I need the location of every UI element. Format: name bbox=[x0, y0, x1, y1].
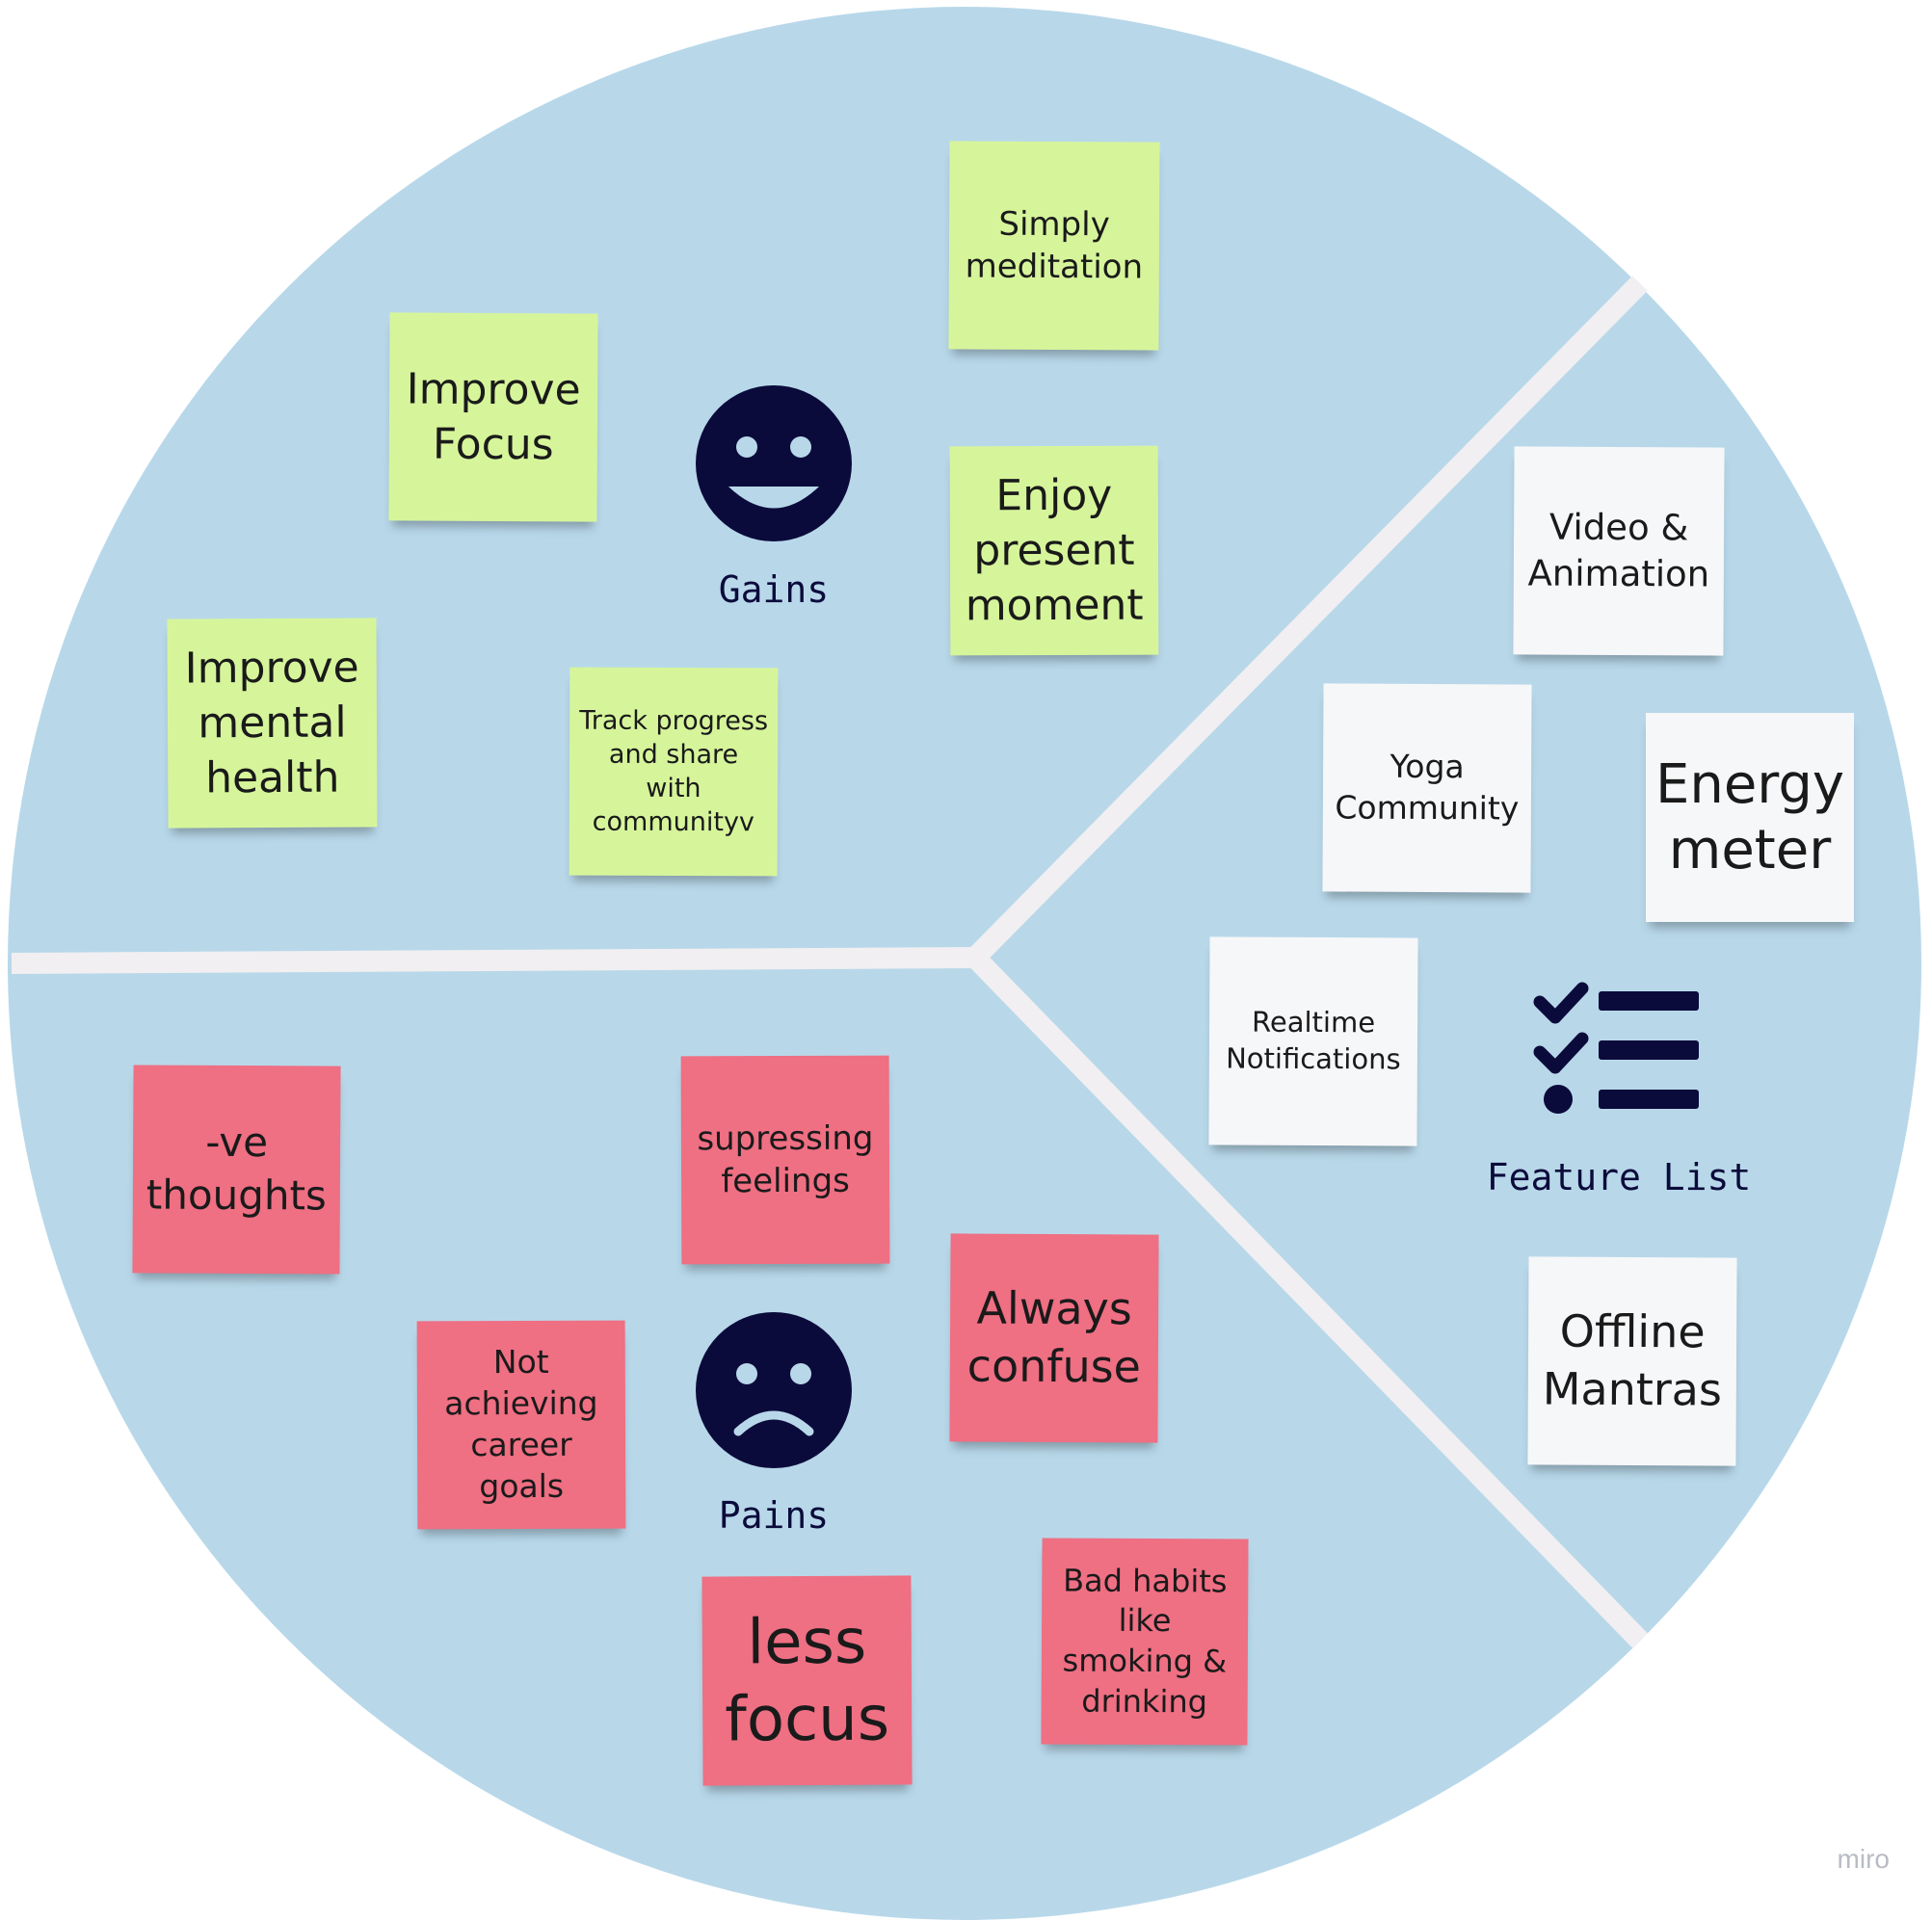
sticky-note-pain[interactable]: Always confuse bbox=[949, 1233, 1159, 1443]
sticky-note-gain[interactable]: Enjoy present moment bbox=[949, 445, 1159, 656]
feature-list-label: Feature List bbox=[1486, 1156, 1752, 1198]
sticky-note-feature[interactable]: Offline Mantras bbox=[1527, 1256, 1737, 1466]
sticky-note-pain[interactable]: -ve thoughts bbox=[132, 1065, 341, 1275]
divider-lower-diagonal bbox=[967, 950, 1648, 1648]
sticky-note-gain[interactable]: Improve Focus bbox=[388, 312, 598, 522]
sticky-note-feature[interactable]: Energy meter bbox=[1646, 713, 1854, 922]
miro-watermark: miro bbox=[1837, 1844, 1890, 1874]
sad-face-icon bbox=[696, 1312, 852, 1468]
sticky-note-gain[interactable]: Track progress and share with communityv bbox=[569, 667, 779, 877]
sticky-note-pain[interactable]: less focus bbox=[701, 1575, 913, 1786]
sticky-note-feature[interactable]: Yoga Community bbox=[1322, 683, 1532, 893]
gains-label: Gains bbox=[718, 568, 830, 611]
sticky-note-pain[interactable]: Not achieving career goals bbox=[416, 1320, 626, 1530]
pains-label: Pains bbox=[718, 1494, 830, 1537]
sticky-note-pain[interactable]: Bad habits like smoking & drinking bbox=[1041, 1538, 1249, 1746]
checklist-icon bbox=[1533, 982, 1699, 1114]
sticky-note-feature[interactable]: Video & Animation bbox=[1513, 446, 1725, 656]
sticky-note-gain[interactable]: Simply meditation bbox=[948, 141, 1160, 351]
divider-horizontal bbox=[11, 947, 976, 974]
sticky-note-pain[interactable]: supressing feelings bbox=[680, 1055, 890, 1265]
smiley-face-icon bbox=[696, 385, 852, 541]
divider-upper-diagonal bbox=[967, 276, 1648, 965]
sticky-note-gain[interactable]: Improve mental health bbox=[167, 618, 378, 829]
sticky-note-feature[interactable]: Realtime Notifications bbox=[1208, 936, 1418, 1146]
